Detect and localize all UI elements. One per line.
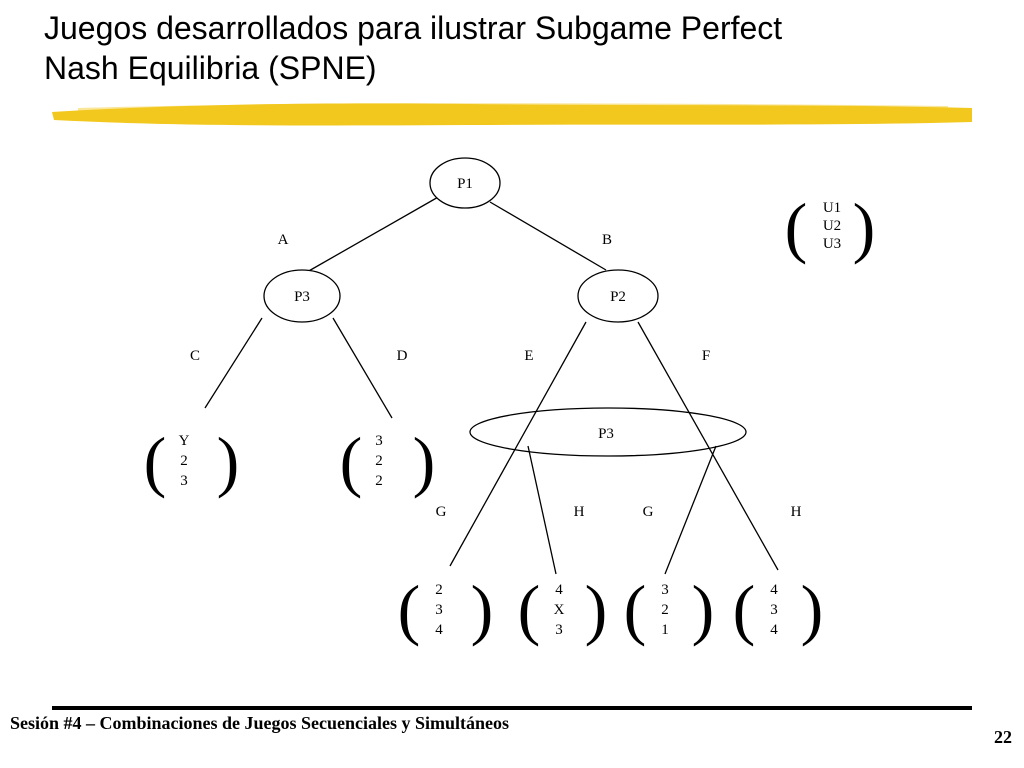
- slide-title-line-2: Nash Equilibria (SPNE): [44, 50, 377, 86]
- node-right-label: P2: [610, 289, 626, 305]
- branch-line-f: [637, 321, 779, 571]
- branch-label-e: E: [524, 348, 533, 364]
- payoff-vector-open-paren: (: [624, 571, 647, 647]
- branch-label-a: A: [278, 232, 289, 248]
- slide-title-line-1: Juegos desarrollados para ilustrar Subga…: [44, 10, 783, 46]
- branch-line-g2: [664, 445, 717, 575]
- payoff-legend: ( ) U1 U2 U3: [785, 189, 876, 265]
- payoff-value-u3: 2: [375, 473, 383, 489]
- payoff-vector-close-paren: ): [413, 423, 436, 499]
- information-set-label: P3: [598, 426, 614, 442]
- payoff-value-u1: 2: [435, 582, 443, 598]
- branch-label-c: C: [190, 348, 200, 364]
- payoff-vector-close-paren: ): [471, 571, 494, 647]
- payoff-vector-6: ( ) 4 3 4: [733, 571, 824, 647]
- branch-line-c: [204, 317, 263, 409]
- payoff-value-u3: 4: [770, 622, 778, 638]
- payoff-vector-close-paren: ): [692, 571, 715, 647]
- payoff-vector-open-paren: (: [518, 571, 541, 647]
- payoff-vector-open-paren: (: [144, 423, 167, 499]
- branch-line-d: [332, 317, 393, 419]
- payoff-value-u2: X: [554, 602, 565, 618]
- branch-label-h1: H: [574, 504, 585, 520]
- payoff-value-u2: 2: [375, 453, 383, 469]
- payoff-legend-close-paren: ): [853, 189, 876, 265]
- payoff-vector-close-paren: ): [585, 571, 608, 647]
- branch-label-f: F: [702, 348, 710, 364]
- payoff-legend-open-paren: (: [785, 189, 808, 265]
- payoff-legend-u3: U3: [823, 236, 841, 252]
- payoff-vector-open-paren: (: [733, 571, 756, 647]
- payoff-value-u3: 3: [555, 622, 563, 638]
- payoff-vector-open-paren: (: [398, 571, 421, 647]
- payoff-vector-5: ( ) 3 2 1: [624, 571, 715, 647]
- payoff-value-u3: 1: [661, 622, 669, 638]
- payoff-vector-close-paren: ): [217, 423, 240, 499]
- branch-label-g1: G: [436, 504, 447, 520]
- payoff-vector-2: ( ) 3 2 2: [340, 423, 436, 499]
- node-root-ellipse: [429, 157, 501, 209]
- payoff-vector-open-paren: (: [340, 423, 363, 499]
- payoff-value-u3: 3: [180, 473, 188, 489]
- node-right-ellipse: [577, 269, 659, 323]
- node-left-label: P3: [294, 289, 310, 305]
- payoff-value-u1: 4: [770, 582, 778, 598]
- payoff-value-u1: 3: [661, 582, 669, 598]
- footer-session-title: Sesión #4 – Combinaciones de Juegos Secu…: [10, 713, 510, 733]
- payoff-vector-3: ( ) 2 3 4: [398, 571, 494, 647]
- payoff-value-u2: 3: [770, 602, 778, 618]
- branch-label-h2: H: [791, 504, 802, 520]
- payoff-value-u1: 3: [375, 433, 383, 449]
- payoff-value-u2: 2: [661, 602, 669, 618]
- payoff-legend-u2: U2: [823, 218, 841, 234]
- branch-line-h1: [527, 445, 557, 575]
- payoff-vector-1: ( ) Y 2 3: [144, 423, 240, 499]
- branch-label-b: B: [602, 232, 612, 248]
- highlighter-stroke-streak: [78, 103, 948, 112]
- branch-label-g2: G: [643, 504, 654, 520]
- highlighter-stroke: [52, 103, 972, 126]
- branch-line-b: [489, 201, 607, 271]
- payoff-vector-4: ( ) 4 X 3: [518, 571, 608, 647]
- branch-label-d: D: [397, 348, 408, 364]
- payoff-value-u1: 4: [555, 582, 563, 598]
- footer-divider: [52, 706, 972, 710]
- highlighter-stroke-main: [52, 103, 972, 126]
- node-root-label: P1: [457, 176, 473, 192]
- payoff-value-u2: 3: [435, 602, 443, 618]
- node-left-ellipse: [263, 269, 341, 323]
- payoff-legend-u1: U1: [823, 200, 841, 216]
- payoff-vector-close-paren: ): [801, 571, 824, 647]
- branch-line-a: [306, 195, 441, 273]
- payoff-value-u1: Y: [179, 433, 190, 449]
- page-number: 22: [994, 727, 1012, 747]
- branch-line-e: [449, 321, 587, 567]
- payoff-value-u2: 2: [180, 453, 188, 469]
- slide-title: Juegos desarrollados para ilustrar Subga…: [44, 8, 984, 88]
- information-set-ellipse: [469, 407, 747, 457]
- payoff-value-u3: 4: [435, 622, 443, 638]
